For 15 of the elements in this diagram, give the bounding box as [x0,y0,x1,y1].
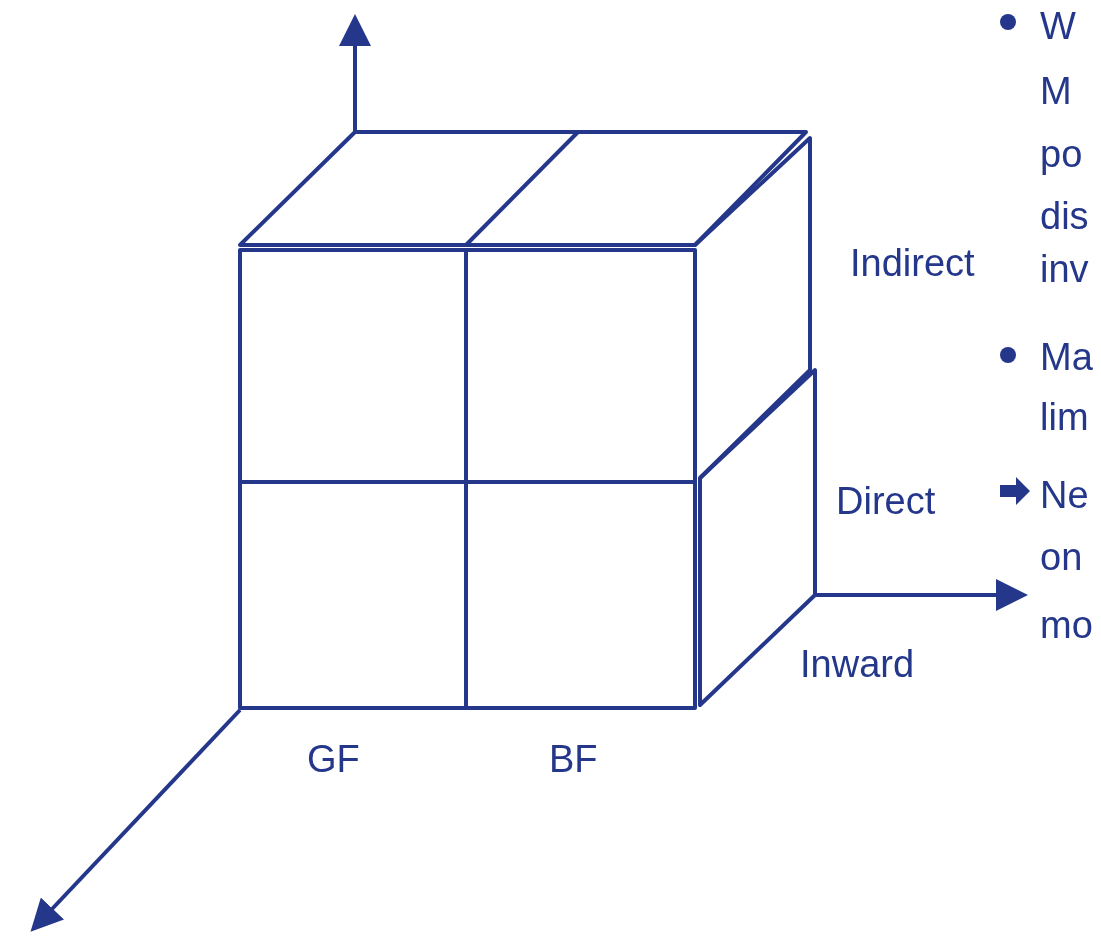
list-text: on [1040,538,1083,576]
list-text: po [1040,135,1083,173]
axis-label: Indirect [850,244,975,282]
list-text: dis [1040,197,1089,235]
list-text: mo [1040,606,1093,644]
list-text: Ne [1040,476,1089,514]
list-text: M [1040,72,1072,110]
list-text: inv [1040,250,1089,288]
axis-label: Inward [800,645,915,683]
list-text: lim [1040,398,1089,436]
list-text: Ma [1040,338,1093,376]
axis-label: BF [549,740,598,778]
axis-label: GF [307,740,360,778]
axis-label: Direct [836,482,936,520]
list-text: W [1040,7,1076,45]
